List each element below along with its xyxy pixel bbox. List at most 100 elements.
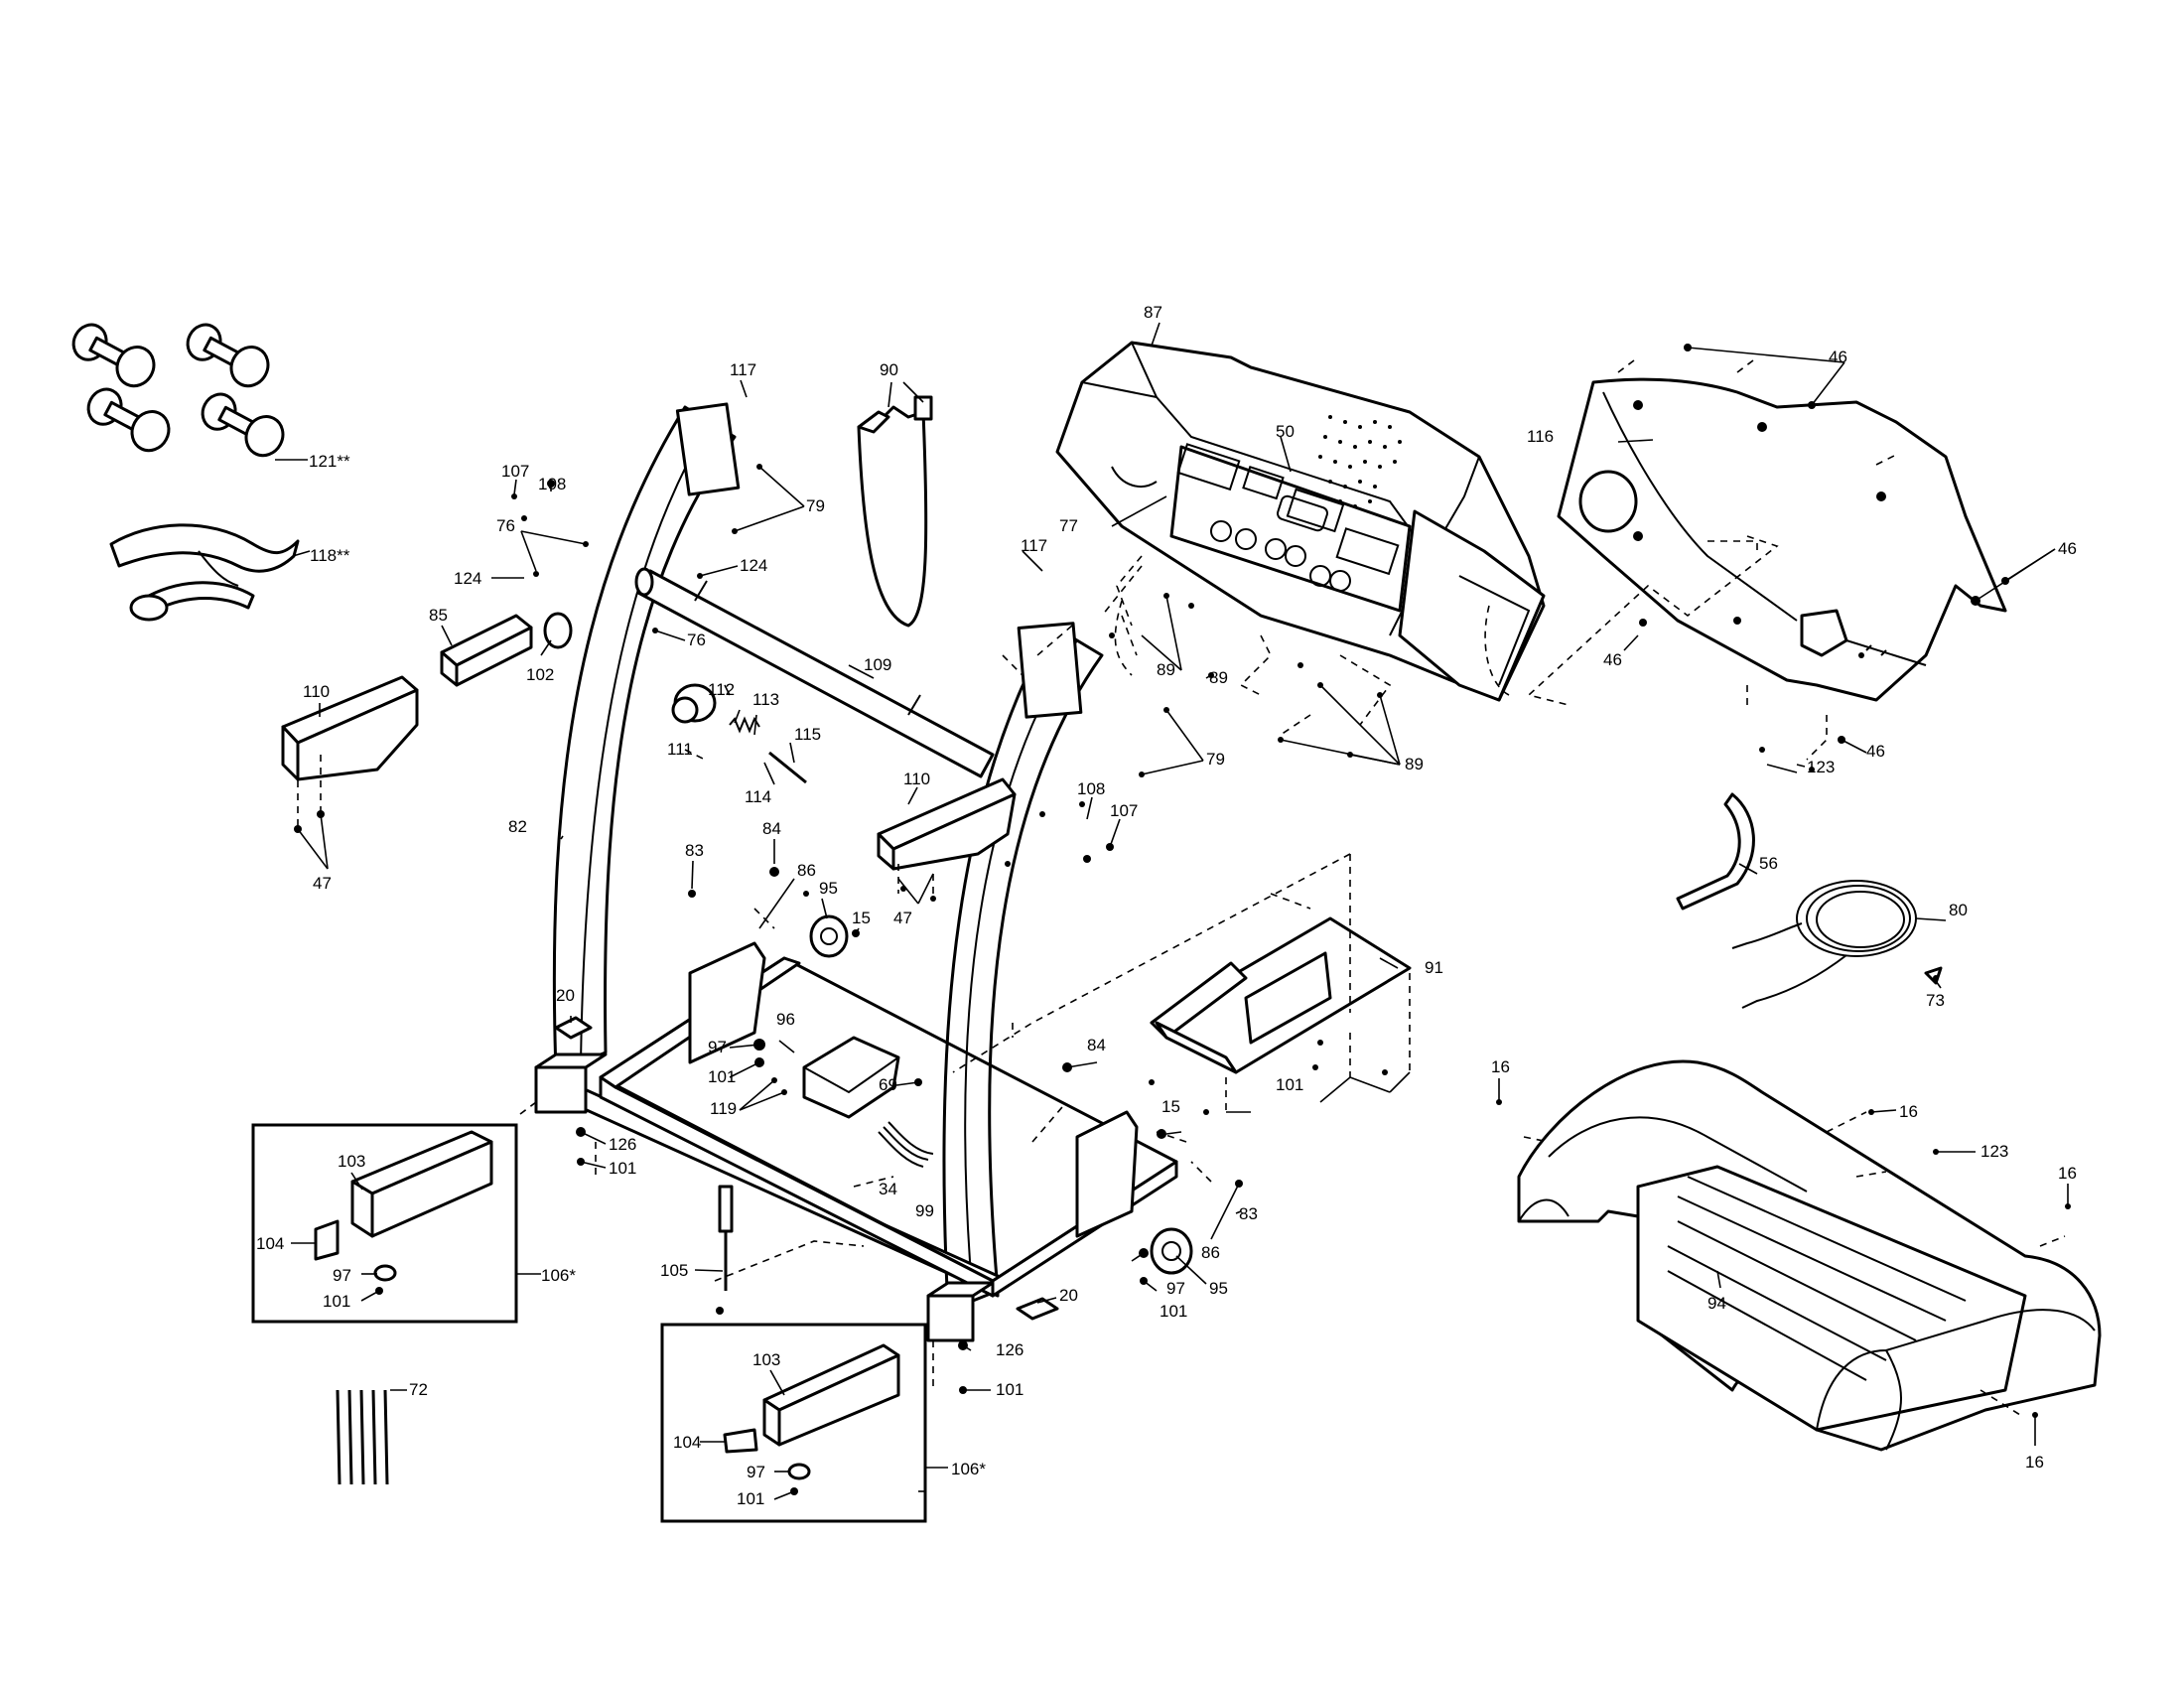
label-16: 16 [2058, 1164, 2077, 1183]
label-20: 20 [1059, 1286, 1078, 1305]
dumbbells-part-121 [71, 323, 285, 458]
label-87: 87 [1144, 303, 1162, 322]
label-104: 104 [256, 1234, 284, 1253]
label-94: 94 [1707, 1294, 1726, 1313]
motor-hood-part-94 [1517, 1059, 2102, 1452]
assembly-lines [297, 356, 2066, 1416]
label-89: 89 [1157, 660, 1175, 679]
label-106: 106* [951, 1460, 986, 1478]
label-104: 104 [673, 1433, 701, 1452]
label-15: 15 [1161, 1097, 1180, 1116]
strap-part-56 [1676, 792, 1755, 911]
label-83: 83 [1239, 1204, 1258, 1223]
label-116: 116 [1527, 427, 1554, 446]
label-101: 101 [323, 1292, 350, 1311]
label-124: 124 [740, 556, 767, 575]
label-103: 103 [338, 1152, 365, 1171]
inset-box-right-106 [660, 1323, 927, 1523]
label-124: 124 [454, 569, 481, 588]
label-112: 112 [708, 680, 735, 699]
label-118: 118** [310, 546, 350, 565]
label-106: 106* [541, 1266, 576, 1285]
label-113: 113 [752, 690, 779, 709]
label-102: 102 [526, 665, 554, 684]
label-83: 83 [685, 841, 704, 860]
label-76: 76 [496, 516, 515, 535]
label-103: 103 [752, 1350, 780, 1369]
label-46: 46 [2058, 539, 2077, 558]
label-80: 80 [1949, 901, 1968, 919]
label-16: 16 [2025, 1453, 2044, 1472]
label-91: 91 [1425, 958, 1443, 977]
label-89: 89 [1209, 668, 1228, 687]
label-107: 107 [501, 462, 529, 481]
label-119: 119 [710, 1099, 737, 1118]
label-79: 79 [1206, 750, 1225, 769]
label-109: 109 [864, 655, 891, 674]
leader-lines [275, 322, 2069, 1500]
label-101: 101 [1160, 1302, 1187, 1321]
handrail-left-part-110 [281, 675, 419, 781]
console-vent-grille [1318, 415, 1402, 508]
label-46: 46 [1866, 742, 1885, 761]
pin-part-115 [768, 751, 807, 784]
label-110: 110 [903, 770, 930, 788]
wire-harness-part-34 [878, 1121, 934, 1168]
label-97: 97 [708, 1038, 727, 1056]
foot-pads-part-20 [554, 1016, 1059, 1321]
label-97: 97 [1166, 1279, 1185, 1298]
label-121: 121** [309, 452, 350, 471]
flap-part-90 [857, 395, 933, 628]
label-76: 76 [687, 631, 706, 649]
label-123: 123 [1807, 758, 1835, 776]
label-69: 69 [879, 1075, 897, 1094]
label-73: 73 [1926, 991, 1945, 1010]
label-86: 86 [797, 861, 816, 880]
label-90: 90 [880, 360, 898, 379]
label-110: 110 [303, 682, 330, 701]
crossbar-part-109 [634, 567, 995, 778]
bracket-part-102 [543, 612, 573, 649]
arm-tube-part-85 [440, 614, 533, 687]
inset-box-left-106 [251, 1123, 518, 1324]
label-123: 123 [1980, 1142, 2008, 1161]
label-97: 97 [333, 1266, 351, 1285]
label-77: 77 [1059, 516, 1078, 535]
motor-cover-bracket-91 [1150, 916, 1412, 1074]
label-97: 97 [747, 1463, 765, 1481]
label-111: 111 [667, 740, 693, 759]
label-16: 16 [1899, 1102, 1918, 1121]
label-20: 20 [556, 986, 575, 1005]
label-117: 117 [1021, 536, 1047, 555]
label-47: 47 [893, 909, 912, 927]
label-107: 107 [1110, 801, 1138, 820]
label-126: 126 [996, 1340, 1024, 1359]
bushing-part-111 [671, 683, 717, 724]
label-15: 15 [852, 909, 871, 927]
label-16: 16 [1491, 1057, 1510, 1076]
label-95: 95 [819, 879, 838, 898]
label-46: 46 [1603, 650, 1622, 669]
label-108: 108 [1077, 779, 1105, 798]
label-117: 117 [730, 360, 756, 379]
label-99: 99 [915, 1201, 934, 1220]
label-86: 86 [1201, 1243, 1220, 1262]
label-34: 34 [879, 1180, 897, 1198]
motor-mount-bracket-right [1075, 1110, 1139, 1238]
power-cord-part-80 [1731, 880, 1917, 1009]
console-back-part-116 [1557, 377, 2007, 702]
label-47: 47 [313, 874, 332, 893]
label-85: 85 [429, 606, 448, 625]
label-79: 79 [806, 496, 825, 515]
handrail-right-part-110 [877, 777, 1017, 871]
label-114: 114 [745, 787, 771, 806]
label-46: 46 [1829, 348, 1847, 366]
label-50: 50 [1276, 422, 1295, 441]
spring-part-112 [729, 716, 760, 734]
label-101: 101 [1276, 1075, 1303, 1094]
label-101: 101 [996, 1380, 1024, 1399]
part-number-labels: 87 90 117 50 77 117 46 116 46 46 46 123 … [256, 303, 2077, 1508]
label-96: 96 [776, 1010, 795, 1029]
label-101: 101 [609, 1159, 636, 1178]
